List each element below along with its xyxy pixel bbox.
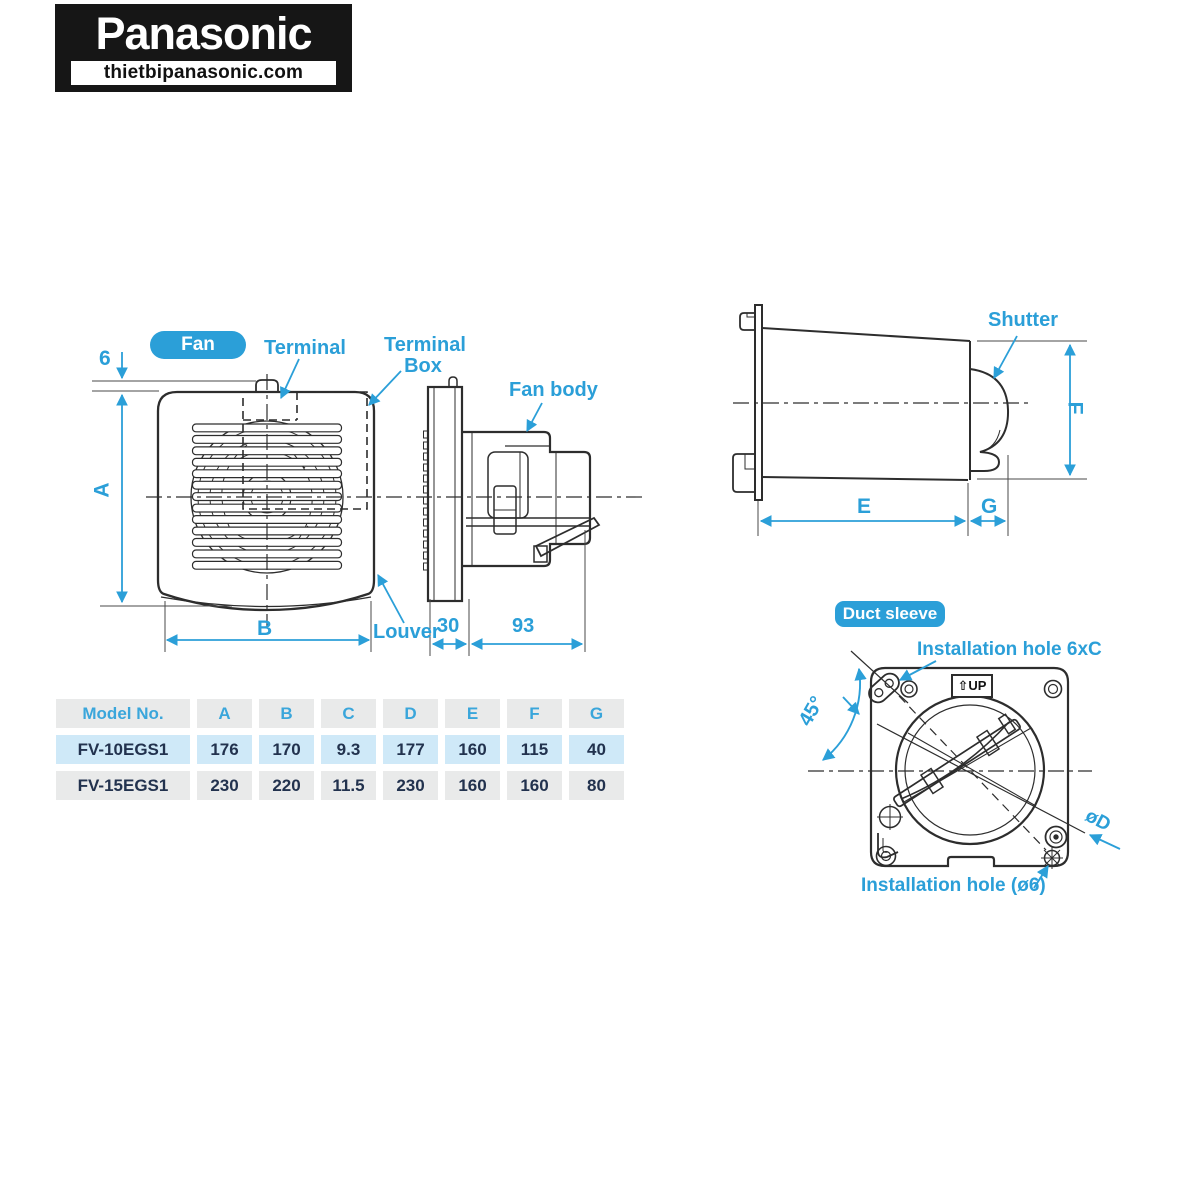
- front-centerlines: [146, 374, 645, 628]
- louver-slats: [191, 423, 343, 570]
- dim-30: 30: [437, 615, 460, 637]
- installation-hole-top-label: Installation hole 6xC: [917, 639, 1102, 660]
- table-row-model: FV-10EGS1: [56, 735, 190, 764]
- slot-installation-hole: [868, 672, 900, 704]
- dim-a: A: [90, 482, 114, 498]
- table-cell: 9.3: [321, 735, 376, 764]
- dim-b: B: [257, 617, 273, 640]
- table-cell: 40: [569, 735, 624, 764]
- side-fan-body: [462, 430, 601, 568]
- terminal-label: Terminal: [264, 337, 346, 359]
- installation-hole-bottom-label: Installation hole (ø6): [861, 875, 1046, 896]
- dim-f: F: [1063, 401, 1087, 415]
- shutter-label: Shutter: [988, 309, 1058, 331]
- table-header-g: G: [569, 699, 624, 728]
- table-cell: 230: [197, 771, 252, 800]
- panasonic-logo: Panasonic thietbipanasonic.com: [55, 4, 352, 92]
- table-cell: 230: [383, 771, 438, 800]
- table-cell: 177: [383, 735, 438, 764]
- terminal-box-dashed: [242, 391, 368, 510]
- table-cell: 115: [507, 735, 562, 764]
- dim-e: E: [857, 495, 872, 518]
- shutter-vane: [893, 713, 1021, 808]
- fan-side-view: [423, 376, 601, 603]
- dim-6: 6: [99, 347, 111, 370]
- table-header-c: C: [321, 699, 376, 728]
- corner-holes: [875, 679, 1068, 867]
- table-header-f: F: [507, 699, 562, 728]
- dim-g: G: [981, 495, 998, 518]
- sleeve-dimension-lines: [759, 335, 1076, 527]
- brand-name: Panasonic: [95, 8, 312, 59]
- dimension-table: Model No. A B C D E F G FV-10EGS1 176 17…: [56, 699, 624, 800]
- table-header-b: B: [259, 699, 314, 728]
- table-header-e: E: [445, 699, 500, 728]
- table-row-model: FV-15EGS1: [56, 771, 190, 800]
- duct-sleeve-badge: Duct sleeve: [835, 601, 945, 627]
- fan-badge: Fan: [150, 331, 246, 359]
- duct-sleeve-side-view: [732, 304, 1030, 501]
- terminal-box-line1: Terminal: [384, 334, 466, 356]
- table-cell: 160: [445, 735, 500, 764]
- sleeve-front-annotations: [822, 660, 1121, 889]
- shutter-shape: [969, 368, 1010, 472]
- fan-front-view: [146, 374, 645, 628]
- side-louver-panel: [423, 376, 464, 603]
- website-url: thietbipanasonic.com: [103, 62, 304, 83]
- website-strip: thietbipanasonic.com: [71, 61, 336, 85]
- table-cell: 160: [445, 771, 500, 800]
- terminal-box-line2: Box: [404, 355, 442, 377]
- dim-93: 93: [512, 615, 535, 637]
- terminal-box-label: Terminal Box: [384, 334, 466, 377]
- up-marking: ⇧UP: [951, 674, 993, 698]
- front-dimension-lines: [116, 352, 584, 650]
- fan-body-label: Fan body: [509, 379, 598, 401]
- table-cell: 220: [259, 771, 314, 800]
- table-header-d: D: [383, 699, 438, 728]
- table-header-model: Model No.: [56, 699, 190, 728]
- table-header-a: A: [197, 699, 252, 728]
- table-cell: 170: [259, 735, 314, 764]
- o6-installation-hole: [1041, 847, 1063, 869]
- louver-label: Louver: [373, 621, 440, 643]
- duct-sleeve-front-view: [808, 650, 1092, 869]
- table-cell: 160: [507, 771, 562, 800]
- sleeve-extension-lines: [757, 340, 1087, 536]
- hook-bracket: [877, 833, 899, 859]
- table-cell: 176: [197, 735, 252, 764]
- table-cell: 11.5: [321, 771, 376, 800]
- crosshair-hole: [877, 804, 903, 830]
- front-extension-lines: [92, 380, 586, 656]
- table-cell: 80: [569, 771, 624, 800]
